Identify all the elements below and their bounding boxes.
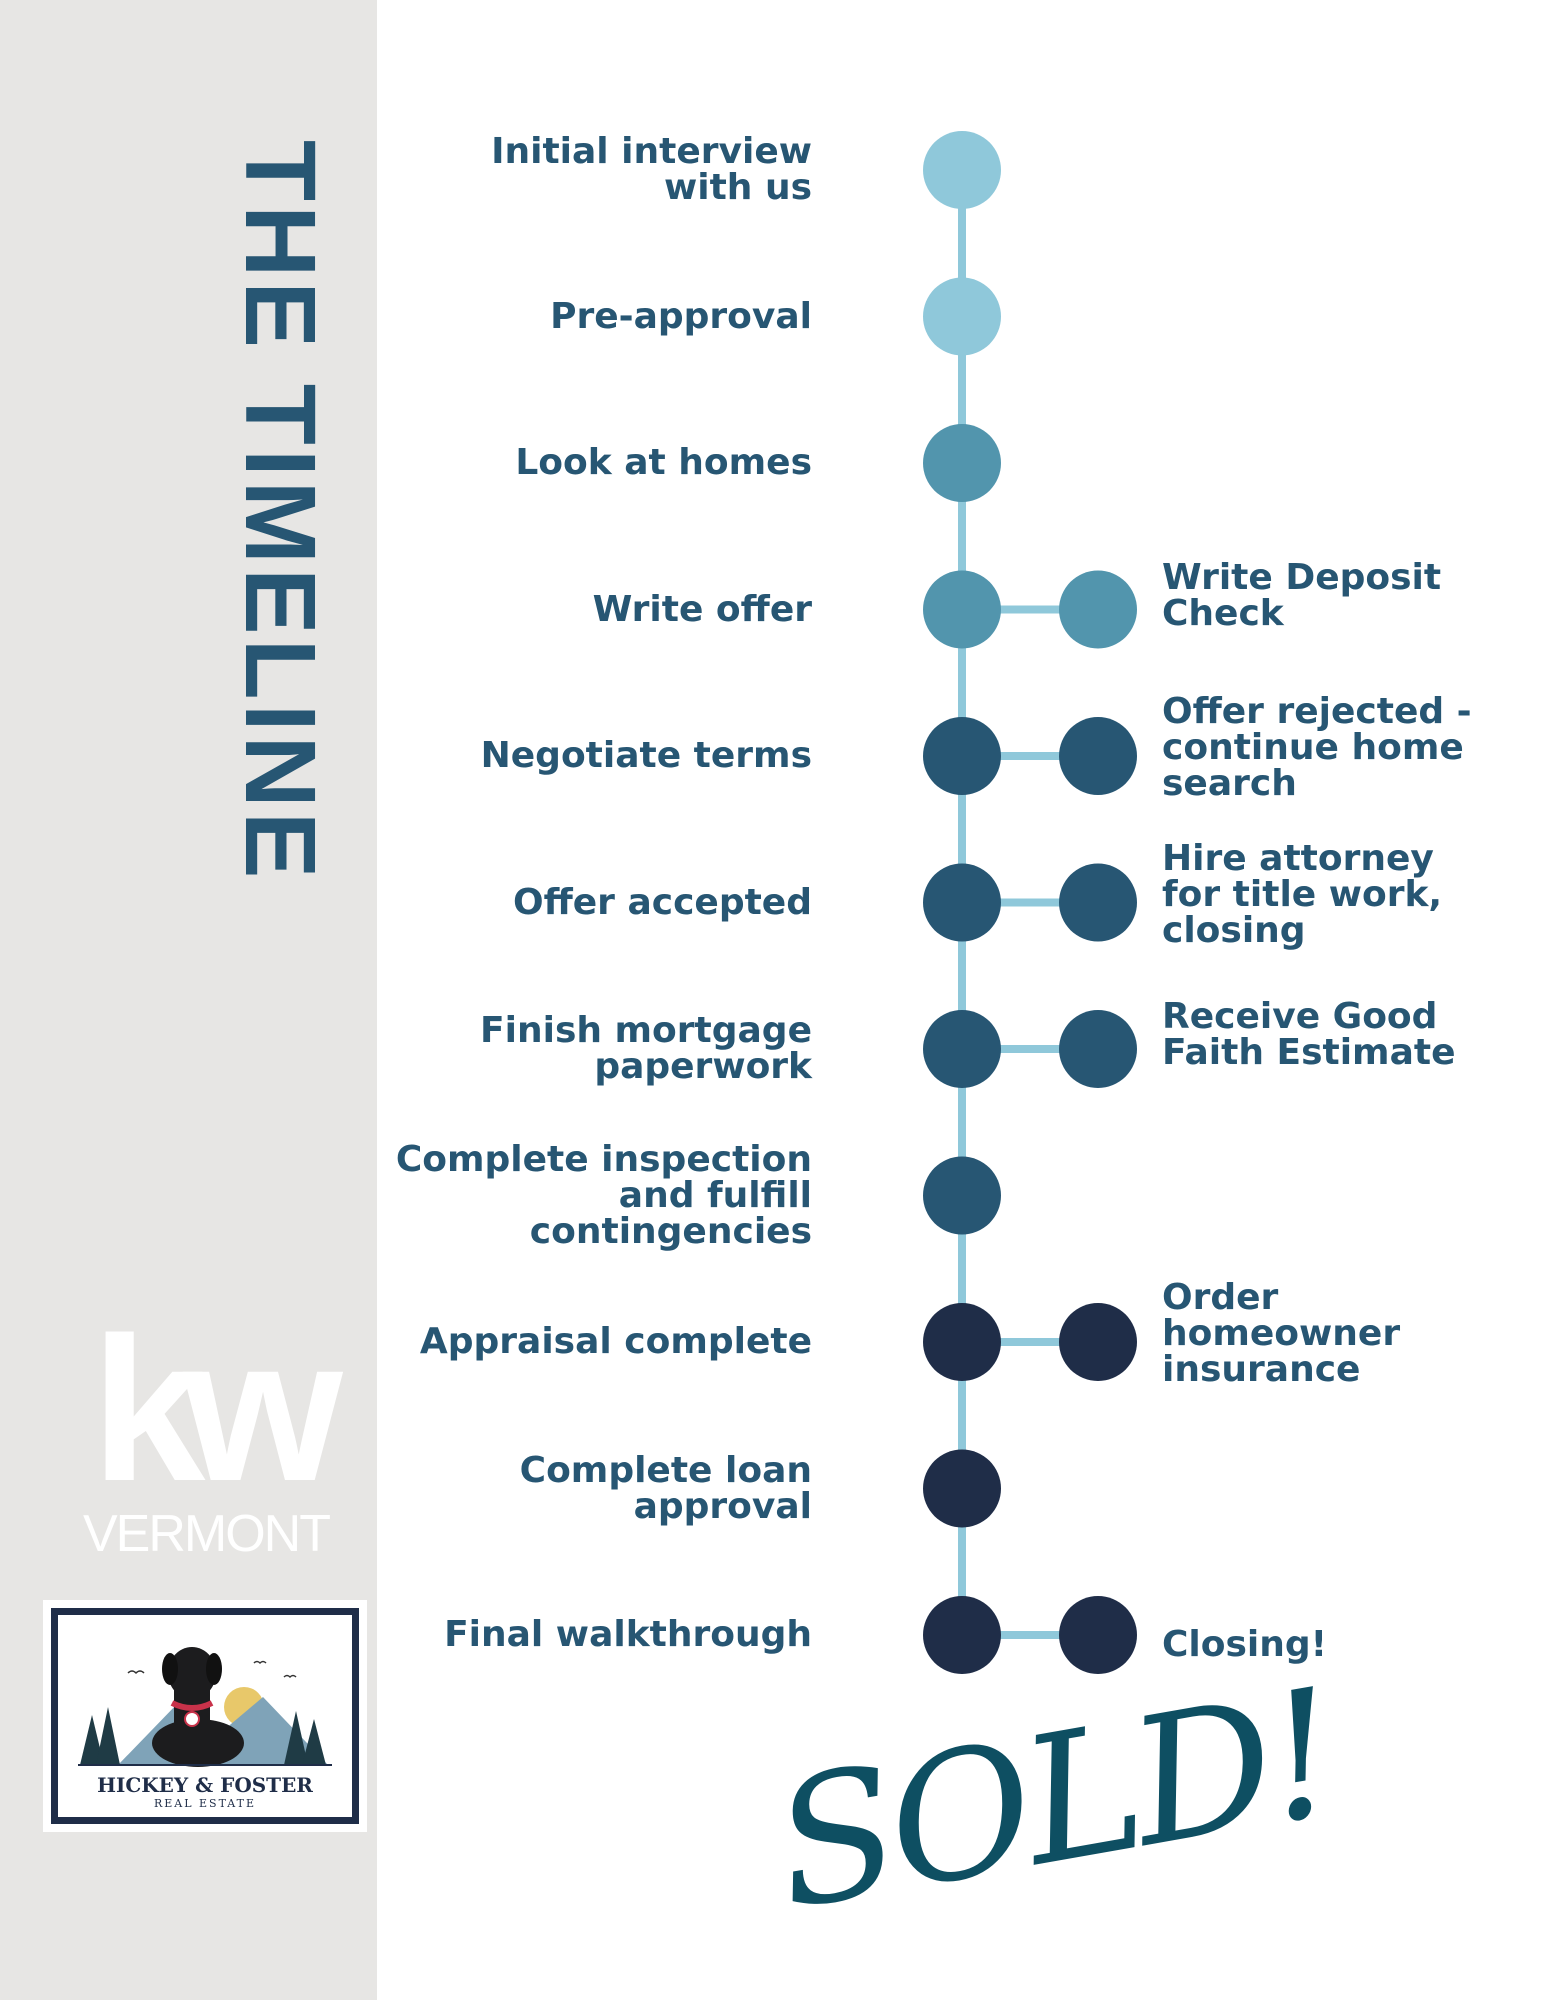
branch-label-line: Hire attorney [1162,837,1434,879]
step-label-line: Finish mortgage [480,1010,812,1051]
timeline-node [923,1449,1001,1528]
step-label-line: Appraisal complete [419,1321,812,1362]
branch-label-line: Write Deposit [1162,556,1442,598]
dog-mountain-illustration [78,1647,332,1767]
step-label-line: Final walkthrough [444,1614,812,1655]
step-label-line: Look at homes [515,442,812,483]
bird-icon [253,1660,267,1665]
step-label: Look at homes [515,445,812,481]
timeline-node [923,1156,1001,1235]
step-label-line: Write offer [592,588,812,630]
step-label: Offer accepted [512,881,812,923]
branch-node [1059,1596,1137,1674]
kw-vermont-logo: kw VERMONT [66,1295,346,1567]
branch-node [1059,863,1137,942]
timeline-node [923,1010,1001,1088]
step-label-line: Complete inspection [395,1138,812,1180]
branch-label: Closing! [1162,1627,1327,1663]
step-label-line: Offer accepted [512,881,812,923]
dog-icon [152,1647,244,1767]
branch-label-line: Receive Good [1162,996,1438,1037]
step-label: Final walkthrough [444,1617,812,1653]
badge-subtitle: REAL ESTATE [153,1797,257,1810]
bird-icon [283,1674,297,1679]
hickey-foster-badge: HICKEY & FOSTER REAL ESTATE [43,1600,367,1832]
step-label-line: paperwork [594,1046,812,1087]
branch-label-line: Check [1162,592,1284,634]
step-label-line: Initial interview [491,131,812,172]
branch-label-line: Order [1162,1277,1279,1318]
branch-label-line: Offer rejected - [1162,691,1472,732]
timeline-node [923,863,1001,942]
timeline-node [923,131,1001,209]
branch-node [1059,1303,1137,1381]
timeline-node [923,424,1001,502]
kw-logo-region: VERMONT [83,1505,331,1563]
branch-label-line: homeowner [1162,1313,1401,1354]
step-label-line: approval [633,1485,812,1527]
branch-node [1059,1010,1137,1088]
step-label-line: with us [663,167,812,208]
branch-label-line: insurance [1162,1349,1361,1390]
step-label: Negotiate terms [481,738,812,774]
badge-name: HICKEY & FOSTER [97,1773,313,1797]
branch-label-line: Closing! [1162,1624,1328,1665]
branch-label-line: search [1162,763,1297,804]
timeline-node [923,1303,1001,1381]
kw-logo-mark: kw [91,1295,342,1524]
timeline-node [923,717,1001,795]
branch-node [1059,570,1137,649]
branch-label-line: closing [1162,909,1306,951]
pine-tree-icon [96,1707,120,1765]
step-label-line: Pre-approval [550,295,812,337]
step-label-line: and fulfill [618,1174,812,1216]
pine-tree-icon [302,1719,326,1765]
step-label: Appraisal complete [420,1324,812,1360]
branch-label-line: for title work, [1162,873,1443,915]
timeline-node [923,277,1001,356]
branch-node [1059,717,1137,795]
pine-tree-icon [80,1715,104,1765]
bird-icon [127,1670,145,1675]
branch-label-line: continue home [1162,727,1464,768]
timeline-node [923,570,1001,649]
step-label-line: contingencies [529,1210,812,1252]
timeline-node [923,1596,1001,1674]
step-label-line: Complete loan [519,1449,812,1491]
step-label: Pre-approval [550,295,812,337]
branch-label-line: Faith Estimate [1162,1032,1456,1073]
pine-tree-icon [284,1711,308,1765]
badge-frame: HICKEY & FOSTER REAL ESTATE [51,1608,359,1824]
step-label-line: Negotiate terms [480,735,812,776]
step-label: Write offer [592,588,812,630]
